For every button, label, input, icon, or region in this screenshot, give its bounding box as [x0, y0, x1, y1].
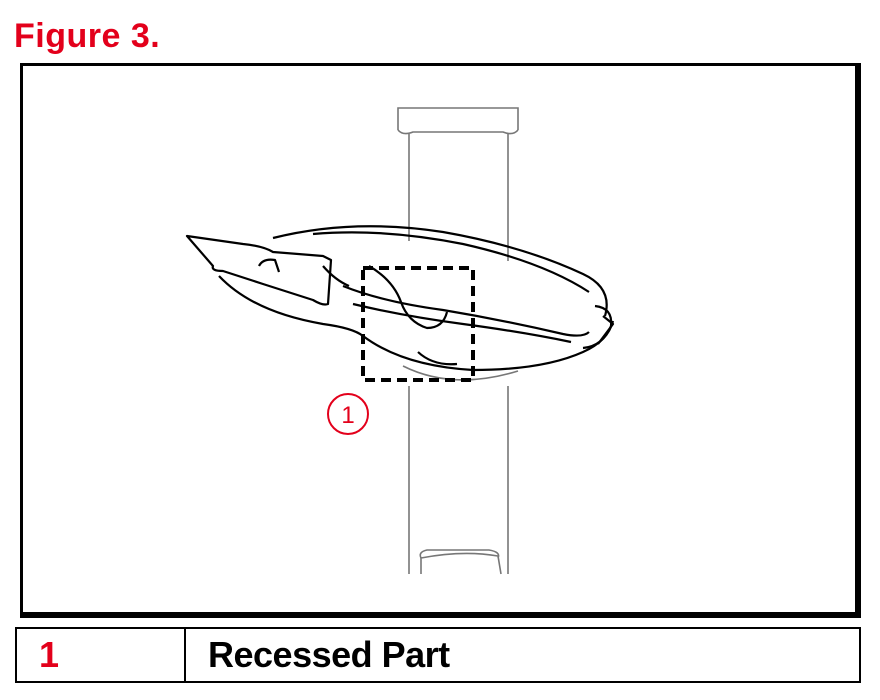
figure-illustration-frame: 1: [20, 63, 861, 618]
strut-mount-illustration: 1: [185, 107, 615, 575]
callout-marker-1: 1: [327, 393, 369, 435]
table-row: 1 Recessed Part: [15, 627, 861, 683]
legend-number: 1: [15, 627, 186, 683]
legend-label: Recessed Part: [184, 627, 861, 683]
callout-number: 1: [341, 402, 354, 429]
spring-seat: [185, 225, 615, 372]
strut-shaft: [397, 107, 519, 575]
recessed-part-highlight: [361, 266, 475, 382]
figure-title: Figure 3.: [14, 17, 161, 55]
legend-table: 1 Recessed Part: [15, 627, 861, 683]
